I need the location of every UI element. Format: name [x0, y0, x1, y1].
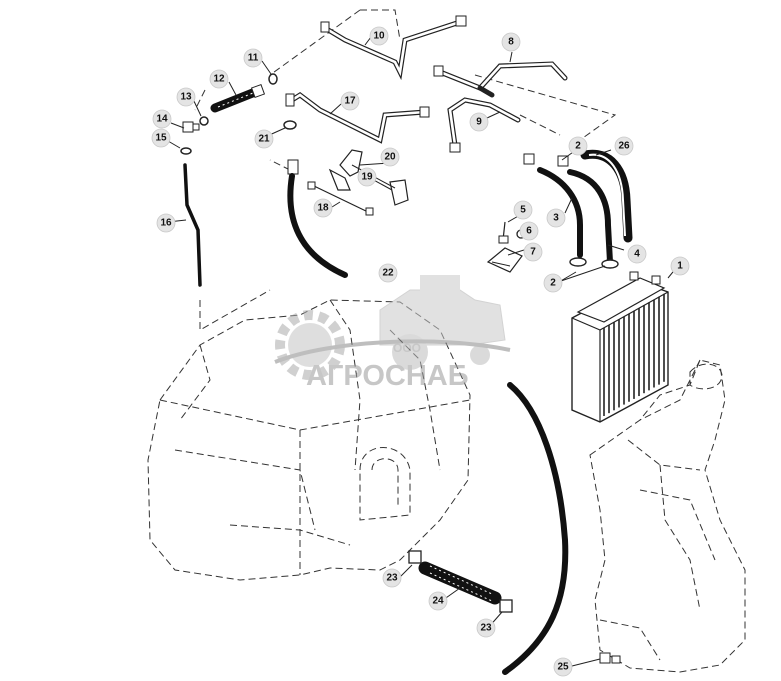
svg-text:6: 6: [526, 226, 532, 237]
radiator-fins: [603, 293, 665, 416]
watermark-prefix: ООО: [393, 341, 421, 355]
svg-text:16: 16: [160, 218, 172, 229]
svg-text:14: 14: [156, 114, 168, 125]
callout-17: 17: [340, 91, 360, 111]
pipe-10: [320, 15, 467, 81]
tee-14: [182, 121, 200, 133]
callout-12: 12: [209, 69, 229, 89]
callout-1: 1: [670, 256, 690, 276]
pipe-8: [433, 61, 568, 98]
svg-text:18: 18: [317, 203, 329, 214]
svg-text:7: 7: [530, 247, 536, 258]
callout-20: 20: [380, 147, 400, 167]
callout-2-fitting: 2: [543, 273, 563, 293]
callout-10: 10: [369, 26, 389, 46]
callout-15: 15: [151, 128, 171, 148]
callout-25: 25: [553, 657, 573, 677]
svg-text:17: 17: [344, 96, 356, 107]
fitting-23-upper: [408, 550, 422, 564]
callout-6: 6: [519, 221, 539, 241]
leader-lines: [194, 9, 617, 331]
pipe-17: [285, 91, 430, 144]
svg-text:24: 24: [432, 596, 444, 607]
hose-12: [210, 83, 266, 113]
svg-text:4: 4: [634, 249, 640, 260]
callout-22: 22: [378, 263, 398, 283]
svg-text:12: 12: [213, 74, 225, 85]
svg-text:11: 11: [248, 53, 259, 64]
washer-15: [180, 147, 192, 155]
clamp-21: [283, 120, 297, 130]
callout-2-top: 2: [568, 136, 588, 156]
callout-16: 16: [156, 213, 176, 233]
callout-13: 13: [176, 87, 196, 107]
callout-26: 26: [614, 136, 634, 156]
clamp-25: [599, 652, 621, 664]
callout-19: 19: [357, 167, 377, 187]
svg-text:25: 25: [557, 662, 569, 673]
svg-text:22: 22: [382, 268, 394, 279]
callout-4: 4: [627, 244, 647, 264]
radiator-1: [571, 271, 669, 423]
svg-text:9: 9: [476, 117, 482, 128]
bolt-18: [307, 181, 374, 216]
hose-24: [418, 561, 502, 605]
bracket-20: [328, 149, 409, 206]
callout-leaders: [167, 36, 678, 668]
fitting-13: [199, 116, 209, 126]
watermark-name: АГРОСНАБ: [306, 360, 469, 392]
callout-21: 21: [254, 129, 274, 149]
svg-text:23: 23: [480, 623, 492, 634]
callout-3: 3: [546, 208, 566, 228]
combine-harvester-icon: [379, 275, 506, 370]
hose-16: [183, 163, 202, 287]
hose-3: [537, 167, 583, 258]
svg-text:20: 20: [384, 152, 396, 163]
clip-7: [486, 247, 523, 273]
tank-housing-outline: [589, 359, 746, 673]
svg-text:2: 2: [550, 278, 556, 289]
svg-text:8: 8: [508, 37, 514, 48]
callout-18: 18: [313, 198, 333, 218]
hose-22: [287, 159, 348, 278]
fitting-23-lower: [499, 599, 513, 613]
fitting-2: [523, 153, 619, 269]
bolt-5: [498, 221, 509, 244]
svg-text:21: 21: [258, 134, 270, 145]
svg-text:19: 19: [361, 172, 373, 183]
hose-4: [567, 169, 613, 265]
svg-text:26: 26: [618, 141, 630, 152]
callout-9: 9: [469, 112, 489, 132]
svg-text:5: 5: [520, 205, 526, 216]
svg-text:1: 1: [677, 261, 683, 272]
svg-text:13: 13: [180, 92, 192, 103]
callout-11: 11: [243, 48, 263, 68]
svg-text:2: 2: [575, 141, 581, 152]
callout-5: 5: [513, 200, 533, 220]
svg-text:3: 3: [553, 213, 559, 224]
pipe-9: [447, 97, 521, 153]
callout-24: 24: [428, 591, 448, 611]
hose-26: [580, 149, 633, 243]
callout-23-upper: 23: [382, 568, 402, 588]
svg-text:15: 15: [155, 133, 167, 144]
callouts: 1 2 2 3 4 5 6 7 8 9 10 11 12 13 14 15 16…: [151, 26, 690, 677]
fitting-11: [268, 73, 278, 85]
callout-14: 14: [152, 109, 172, 129]
watermark-logo: ООО АГРОСНАБ: [274, 275, 511, 392]
callout-23-lower: 23: [476, 618, 496, 638]
callout-8: 8: [501, 32, 521, 52]
callout-7: 7: [523, 242, 543, 262]
hose-main: [502, 382, 569, 675]
svg-text:23: 23: [386, 573, 398, 584]
svg-text:10: 10: [373, 31, 385, 42]
